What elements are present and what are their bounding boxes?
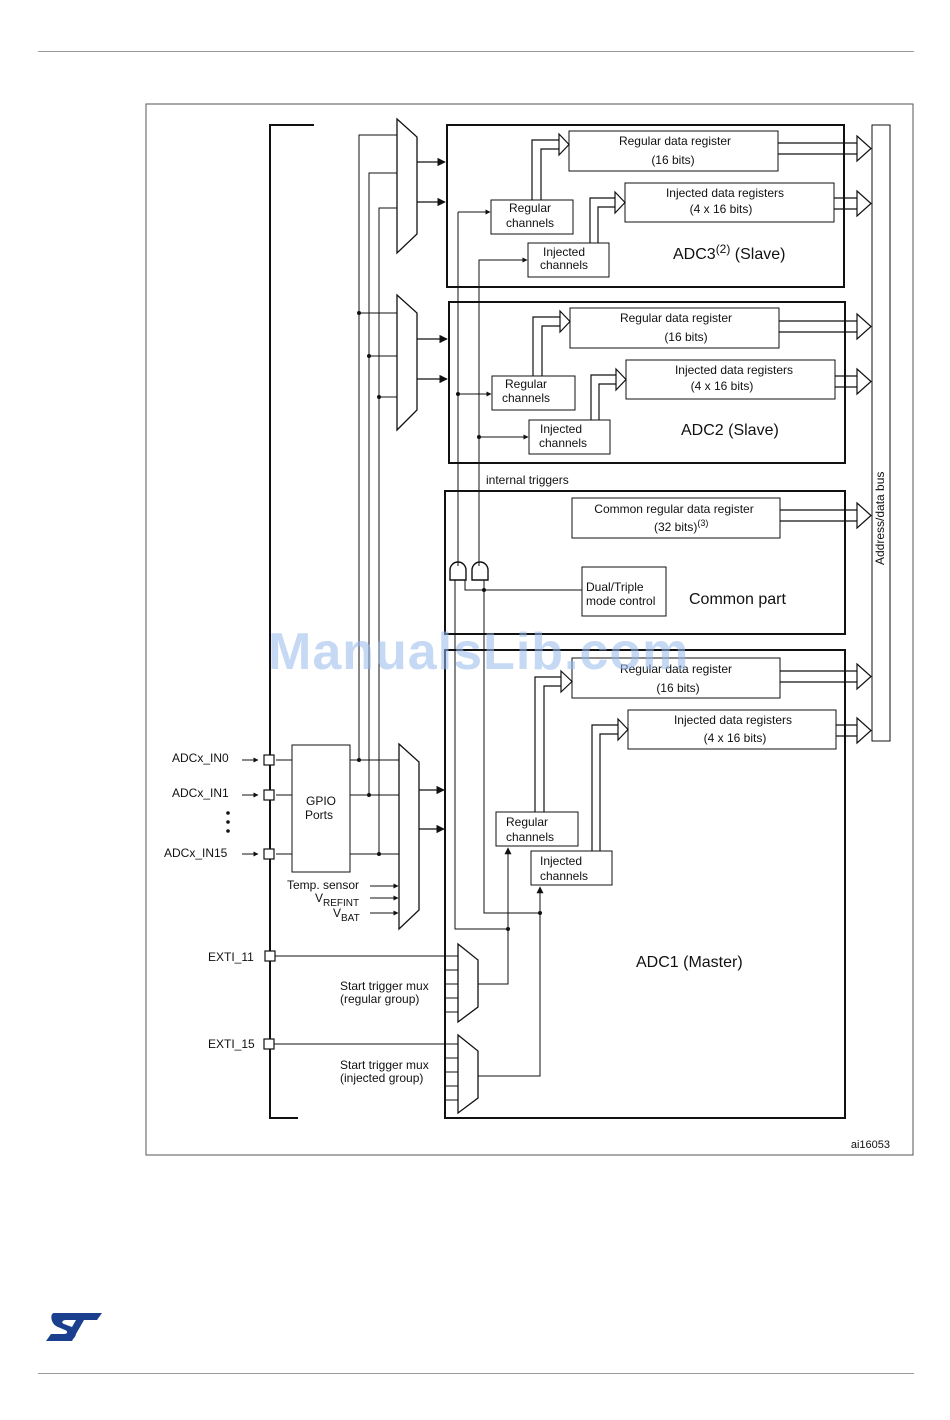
adc2-regular-reg-line2: (16 bits) xyxy=(664,330,707,344)
adc2-injected-reg-line1: Injected data registers xyxy=(675,363,793,377)
adc1-title: ADC1 (Master) xyxy=(636,954,743,971)
vrefint-label: VREFINT xyxy=(315,891,359,909)
adc3-frame xyxy=(446,124,845,288)
adc2-regular-ch-line1: Regular xyxy=(505,377,547,391)
adc1-regular-ch-line2: channels xyxy=(506,830,554,844)
mode-control-box xyxy=(581,566,667,617)
adc3-injected-data-registers xyxy=(624,182,835,223)
adc3-injected-channels xyxy=(527,242,610,278)
adc3-regular-reg-line2: (16 bits) xyxy=(651,153,694,167)
adc1-regular-reg-line2: (16 bits) xyxy=(656,681,699,695)
exti15-label: EXTI_15 xyxy=(208,1037,255,1051)
gpio-ports-box xyxy=(291,744,351,873)
start-trigger-mux-injected xyxy=(457,1033,479,1115)
and-gate-injected xyxy=(471,561,489,581)
adc1-regular-ch-line1: Regular xyxy=(506,815,548,829)
common-reg-line2: (32 bits)(3) xyxy=(654,518,708,534)
and-gate-regular xyxy=(449,561,467,581)
common-part-block: Common regular data register (32 bits)(3… xyxy=(444,490,872,635)
address-data-bus xyxy=(871,124,891,742)
adc1-analog-mux xyxy=(398,742,420,931)
mux-regular-line2: (regular group) xyxy=(340,992,419,1006)
adcx-in15-label: ADCx_IN15 xyxy=(164,846,228,860)
adc1-block: Regular data register (16 bits) Injected… xyxy=(444,649,872,1119)
watermark: ManualsLib.com xyxy=(268,623,690,681)
adc3-regular-channels xyxy=(490,199,574,235)
adc1-injected-reg-line1: Injected data registers xyxy=(674,713,792,727)
left-bracket xyxy=(269,124,314,1119)
adc2-regular-channels xyxy=(491,375,576,411)
mux-injected-line2: (injected group) xyxy=(340,1071,423,1085)
adc2-injected-ch-line1: Injected xyxy=(540,422,582,436)
adc3-block: Regular data register (16 bits) Injected… xyxy=(446,124,872,288)
adc3-injected-reg-line1: Injected data registers xyxy=(666,186,784,200)
temp-sensor-label: Temp. sensor xyxy=(287,878,359,892)
internal-triggers-label: internal triggers xyxy=(486,473,569,487)
common-frame xyxy=(444,490,846,635)
header-rule xyxy=(38,51,914,52)
gpio-label-line1: GPIO xyxy=(306,794,336,808)
adc1-regular-data-register xyxy=(571,657,781,699)
adc2-regular-reg-line1: Regular data register xyxy=(620,311,732,325)
adc2-regular-data-register xyxy=(569,307,780,349)
adc2-injected-channels xyxy=(528,419,611,455)
mode-control-line2: mode control xyxy=(586,594,655,608)
adc1-regular-reg-line1: Regular data register xyxy=(620,662,732,676)
mux-regular-line1: Start trigger mux xyxy=(340,979,429,993)
adc2-block: Regular data register (16 bits) Injected… xyxy=(448,301,872,464)
adc3-injected-ch-line1: Injected xyxy=(543,245,585,259)
figure-id: ai16053 xyxy=(851,1139,890,1151)
adc1-injected-channels xyxy=(530,850,613,886)
adc2-frame xyxy=(448,301,846,464)
adc3-injected-ch-line2: channels xyxy=(540,258,588,272)
adcx-in0-label: ADCx_IN0 xyxy=(172,751,229,765)
exti11-pin xyxy=(264,950,276,962)
svg-text:ST: ST xyxy=(44,1310,46,1311)
mode-control-line1: Dual/Triple xyxy=(586,580,644,594)
common-part-title: Common part xyxy=(689,591,786,608)
adc2-injected-ch-line2: channels xyxy=(539,436,587,450)
common-reg-line1: Common regular data register xyxy=(594,502,753,516)
adc2-regular-ch-line2: channels xyxy=(502,391,550,405)
adc1-injected-reg-line2: (4 x 16 bits) xyxy=(704,731,767,745)
exti15-pin xyxy=(263,1038,275,1050)
adc1-frame xyxy=(444,649,846,1119)
adc2-title: ADC2 (Slave) xyxy=(681,422,779,439)
adc3-regular-data-register xyxy=(568,130,779,172)
figure-frame xyxy=(145,103,914,1156)
st-logo: ST xyxy=(44,1310,102,1341)
adc3-injected-reg-line2: (4 x 16 bits) xyxy=(690,202,753,216)
adcx-in1-pin xyxy=(263,789,275,801)
adc1-regular-channels xyxy=(495,811,579,847)
adc2-injected-reg-line2: (4 x 16 bits) xyxy=(691,379,754,393)
adc3-regular-ch-line1: Regular xyxy=(509,201,551,215)
address-data-bus-label: Address/data bus xyxy=(873,472,887,565)
exti11-label: EXTI_11 xyxy=(208,950,254,964)
adcx-in1-label: ADCx_IN1 xyxy=(172,786,229,800)
common-regular-data-register xyxy=(571,497,781,539)
start-trigger-mux-regular xyxy=(457,942,479,1024)
footer-rule xyxy=(38,1373,914,1374)
adcx-in0-pin xyxy=(263,754,275,766)
mux-injected-line1: Start trigger mux xyxy=(340,1058,429,1072)
adc3-regular-reg-line1: Regular data register xyxy=(619,134,731,148)
adc3-analog-mux xyxy=(396,117,418,255)
adc1-injected-ch-line2: channels xyxy=(540,869,588,883)
adc2-analog-mux xyxy=(396,293,418,432)
adc3-title: ADC3(2) (Slave) xyxy=(673,242,785,263)
adc1-injected-ch-line1: Injected xyxy=(540,854,582,868)
adcx-in15-pin xyxy=(263,848,275,860)
gpio-label-line2: Ports xyxy=(305,808,333,822)
adc3-regular-ch-line2: channels xyxy=(506,216,554,230)
vbat-label: VBAT xyxy=(333,906,360,924)
